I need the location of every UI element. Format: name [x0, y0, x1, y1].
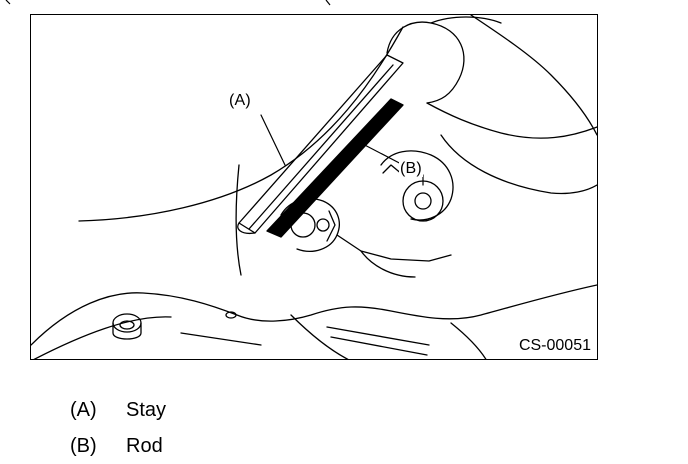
callout-b-label: (B) — [399, 160, 423, 177]
left-body-curve — [78, 26, 404, 222]
callout-a-leader — [260, 114, 286, 166]
cropped-text-fragment — [5, 0, 331, 6]
linkage — [280, 198, 340, 252]
legend-row-rod: (B) Rod — [70, 428, 166, 464]
legend-label: Rod — [126, 435, 163, 457]
legend-key: (A) — [70, 399, 97, 421]
legend-row-stay: (A) Stay — [70, 392, 166, 428]
rod-bolt-inner — [414, 192, 432, 210]
callout-a-label: (A) — [229, 92, 251, 109]
upper-housing — [386, 21, 465, 104]
stay-bar — [238, 54, 404, 234]
legend-label: Stay — [126, 399, 167, 421]
figure-frame: (A) (B) CS-00051 — [30, 14, 598, 360]
legend: (A) Stay (B) Rod — [70, 392, 166, 464]
figure-code: CS-00051 — [518, 337, 591, 354]
stay-and-rod-illustration — [31, 15, 597, 359]
lower-chassis — [31, 284, 597, 346]
callout-b-leader — [356, 140, 408, 168]
legend-key: (B) — [70, 435, 97, 457]
rod-bolt-outer — [402, 180, 444, 222]
